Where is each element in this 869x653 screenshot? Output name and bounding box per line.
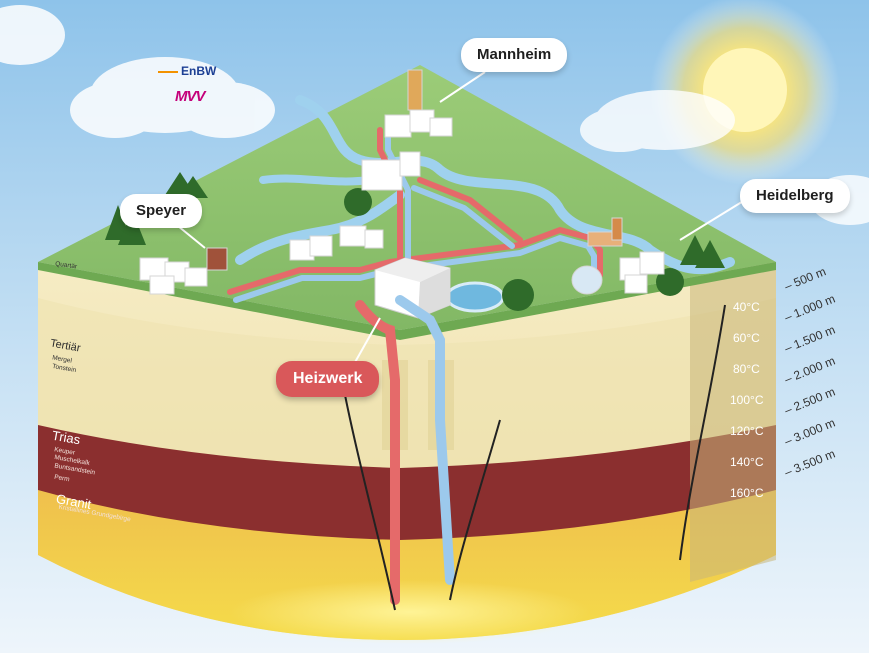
temperature-160: 160°C bbox=[730, 486, 764, 500]
enbw-logo: EnBW bbox=[158, 64, 216, 78]
temperature-strip bbox=[690, 262, 776, 582]
callout-mannheim: Mannheim bbox=[461, 38, 568, 72]
temperature-120: 120°C bbox=[730, 424, 764, 438]
heizwerk-building bbox=[374, 257, 451, 319]
heat-glow bbox=[230, 580, 590, 644]
temperature-100: 100°C bbox=[730, 393, 764, 407]
buildings-speyer bbox=[139, 247, 228, 295]
cloud-left bbox=[0, 5, 275, 138]
callout-speyer: Speyer bbox=[120, 194, 203, 228]
callout-heidelberg: Heidelberg bbox=[740, 179, 850, 213]
temperature-80: 80°C bbox=[733, 362, 760, 376]
mvv-logo: MVV bbox=[175, 88, 205, 105]
buildings-center bbox=[289, 225, 384, 261]
temperature-140: 140°C bbox=[730, 455, 764, 469]
river-outline bbox=[259, 174, 374, 186]
cold-pipe-deep bbox=[395, 295, 455, 585]
buildings-mannheim bbox=[361, 69, 453, 191]
temperature-60: 60°C bbox=[733, 331, 760, 345]
fault-lines bbox=[344, 304, 726, 611]
granit-layer bbox=[38, 490, 776, 640]
pond bbox=[445, 281, 505, 313]
buildings-heidelberg bbox=[571, 217, 665, 295]
river bbox=[235, 95, 735, 275]
hot-pipe-deep bbox=[355, 300, 400, 605]
callout-heizwerk: Heizwerk bbox=[276, 361, 380, 397]
temperature-40: 40°C bbox=[733, 300, 760, 314]
